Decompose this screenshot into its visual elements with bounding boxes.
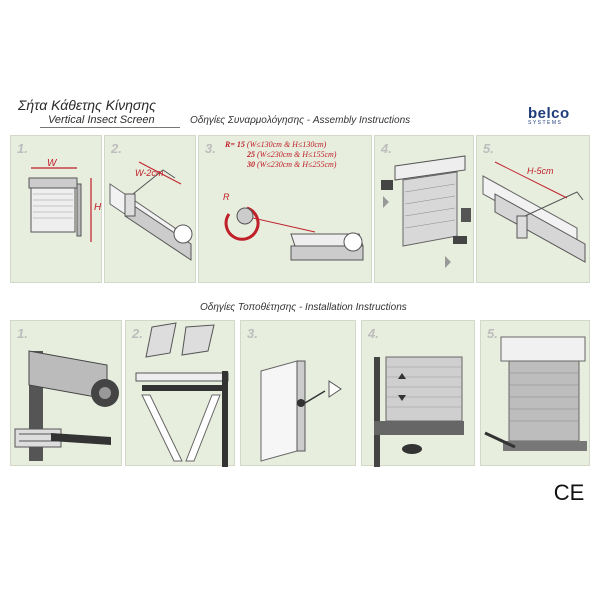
step-number: 1. [17,141,28,156]
ce-mark-text: CE [554,480,585,504]
height-label: H [94,202,102,213]
assembly-step-4: 4. [374,135,474,283]
installation-step-1: 1. [10,320,122,466]
installation-title: Οδηγίες Τοποθέτησης - Installation Instr… [200,302,407,313]
spring-r-list: R= 15 (W≤130cm & H≤130cm) 25 (W≤230cm & … [225,140,336,170]
width-minus-label: W-2cm [135,168,164,178]
step-number: 4. [368,326,379,341]
step-number: 3. [247,326,258,341]
step-number: 2. [111,141,122,156]
step-number: 5. [487,326,498,341]
assembly-step-5: 5. H-5cm [476,135,590,283]
installation-step-5: 5. [480,320,590,466]
r-dims: (W≤230cm & H≤155cm) [257,150,337,159]
installation-step-1-drawing [14,350,119,461]
r-dims: (W≤230cm & H≤255cm) [257,160,337,169]
installation-step-5-drawing [484,336,587,451]
assembly-step-1: 1. W H [10,135,102,283]
installation-step-4: 4. [361,320,475,467]
step-number: 4. [381,141,392,156]
belco-logo: belco SYSTEMS [528,105,592,131]
assembly-step-1-drawing [28,167,92,242]
assembly-step-2-drawing [109,161,193,261]
assembly-step-2: 2. W-2cm [104,135,196,283]
assembly-title: Οδηγίες Συναρμολόγησης - Assembly Instru… [190,115,411,126]
assembly-step-3: 3. R= 15 (W≤130cm & H≤130cm) 25 (W≤230cm… [198,135,372,283]
title-greek: Σήτα Κάθετης Κίνησης [18,97,156,113]
width-label: W [47,158,57,169]
r-label: R [223,192,230,202]
r-value: R= 15 [225,140,245,149]
r-value: 30 [247,160,255,169]
installation-step-3: 3. [240,320,356,466]
title-underline [40,127,180,128]
installation-step-2: 2. [125,320,235,467]
assembly-step-3-drawing [224,206,364,261]
ce-mark: CE [554,480,585,504]
installation-step-2-drawing [135,322,229,467]
height-minus-label: H-5cm [527,166,554,176]
step-number: 3. [205,141,216,156]
r-value: 25 [247,150,255,159]
step-number: 2. [132,326,143,341]
step-number: 5. [483,141,494,156]
assembly-step-4-drawing [381,155,471,268]
r-dims: (W≤130cm & H≤130cm) [246,140,327,149]
assembly-step-5-drawing [482,161,586,263]
logo-sub: SYSTEMS [528,120,563,126]
logo-brand: belco [528,105,570,122]
installation-step-3-drawing [260,360,342,462]
installation-step-4-drawing [374,356,464,467]
title-english: Vertical Insect Screen [48,114,155,126]
step-number: 1. [17,326,28,341]
